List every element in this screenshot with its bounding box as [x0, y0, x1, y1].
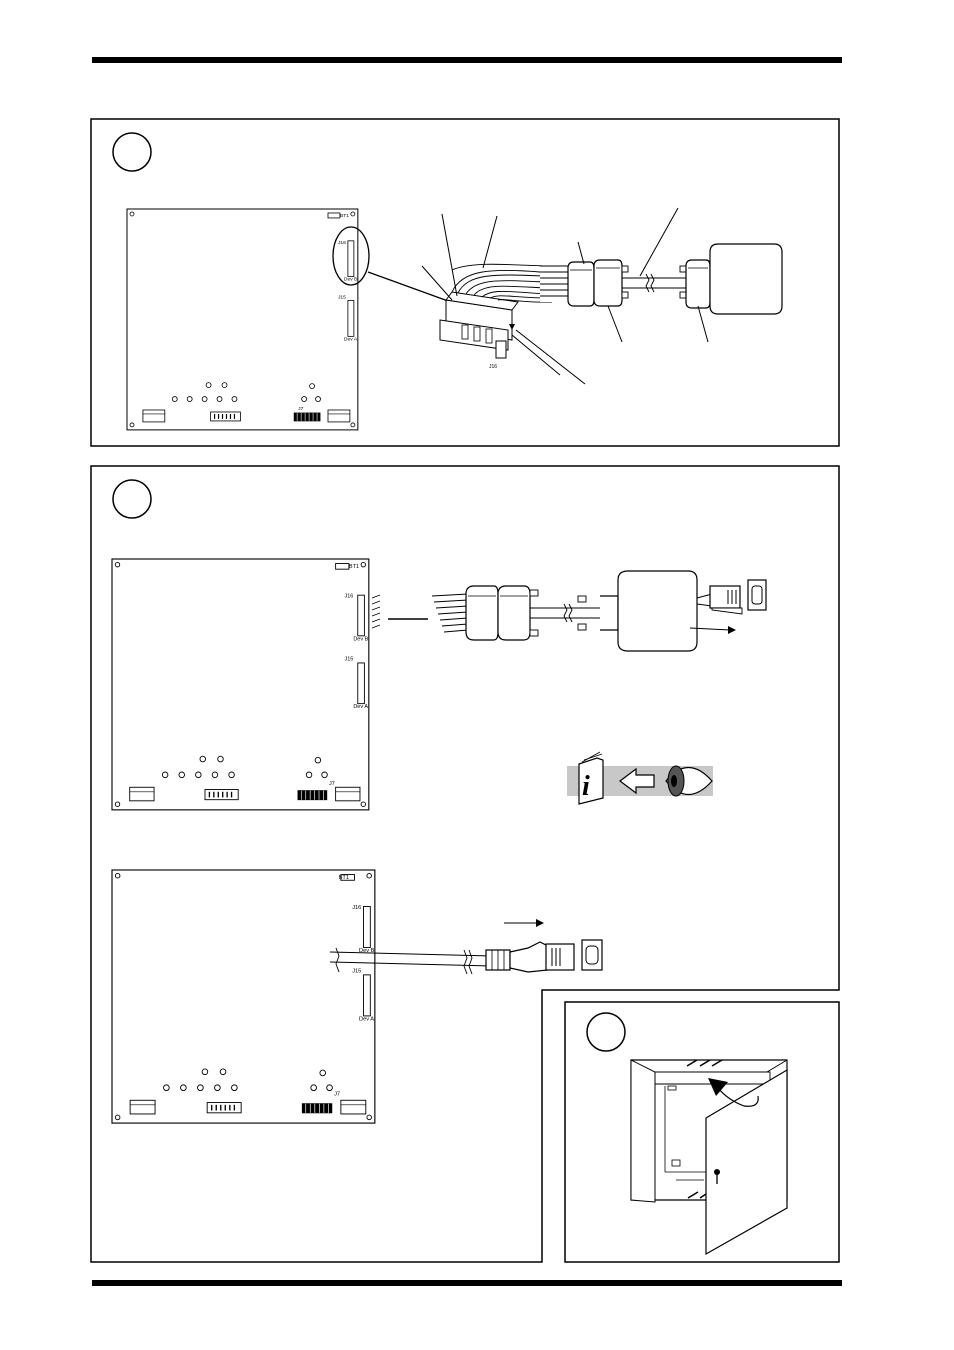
j7-label: J7: [298, 406, 303, 412]
pcb-board-1: BT1 J16 Dev B J15 Dev A J7: [126, 208, 359, 431]
ribbon-stub-2a: [371, 594, 381, 629]
j16-label: J16: [344, 593, 353, 599]
j15-label: J15: [344, 657, 353, 663]
bt1-label: BT1: [340, 213, 349, 219]
j7-label: J7: [334, 1092, 340, 1098]
read-manual-hint: i: [567, 751, 713, 805]
dev-a-label: Dev A: [359, 1016, 374, 1022]
callout-lines-panel-1: [421, 207, 709, 385]
bt1-label: BT1: [349, 564, 359, 570]
dsub-plug-pair-1: [540, 259, 686, 307]
j15-label: J15: [338, 295, 346, 301]
step-circle-3: [586, 1012, 626, 1052]
dev-a-label: Dev A: [344, 336, 358, 342]
curved-arrow-icon: [708, 1078, 759, 1107]
pcb-board-2a: BT1 J16 Dev B J15 Dev A J7: [111, 558, 370, 811]
key-icon: [714, 1169, 720, 1184]
j15-label: J15: [352, 969, 361, 975]
j7-label: J7: [329, 781, 335, 787]
panel-1: BT1 J16 Dev B J15 Dev A J7 J16: [90, 118, 840, 447]
interface-module-2: [577, 570, 767, 652]
dsub-plug-pair-2: [431, 585, 600, 641]
bt1-label: BT1: [339, 875, 349, 881]
step-circle-2: [112, 479, 152, 519]
ribbon-connector-closeup: J16: [439, 263, 561, 376]
eye-icon: [665, 765, 713, 797]
panel-3: [564, 1001, 840, 1263]
dev-b-label: Dev B: [344, 277, 358, 283]
j16-label: J16: [352, 905, 361, 911]
panel-2: BT1 J16 Dev B J15 Dev A J7: [90, 465, 840, 1263]
dsub-plug-device-1: [679, 243, 783, 315]
connector-highlight-ellipse: [332, 226, 370, 286]
network-cable: [329, 919, 603, 975]
top-rule: [92, 57, 842, 63]
info-book-icon: i: [578, 751, 604, 805]
closeup-connector-label: J16: [489, 364, 497, 370]
left-arrow-icon: [619, 767, 655, 795]
enclosure-door: [705, 1068, 788, 1256]
dev-b-label: Dev B: [353, 636, 368, 642]
svg-text:i: i: [582, 771, 590, 802]
dev-a-label: Dev A: [353, 704, 368, 710]
dev-b-label: Dev B: [359, 948, 375, 954]
bottom-rule: [92, 1280, 842, 1286]
pcb-board-2b: BT1 J16 Dev B J15 Dev A J7: [111, 869, 376, 1124]
step-circle-1: [112, 132, 152, 172]
j16-label: J16: [338, 240, 346, 246]
